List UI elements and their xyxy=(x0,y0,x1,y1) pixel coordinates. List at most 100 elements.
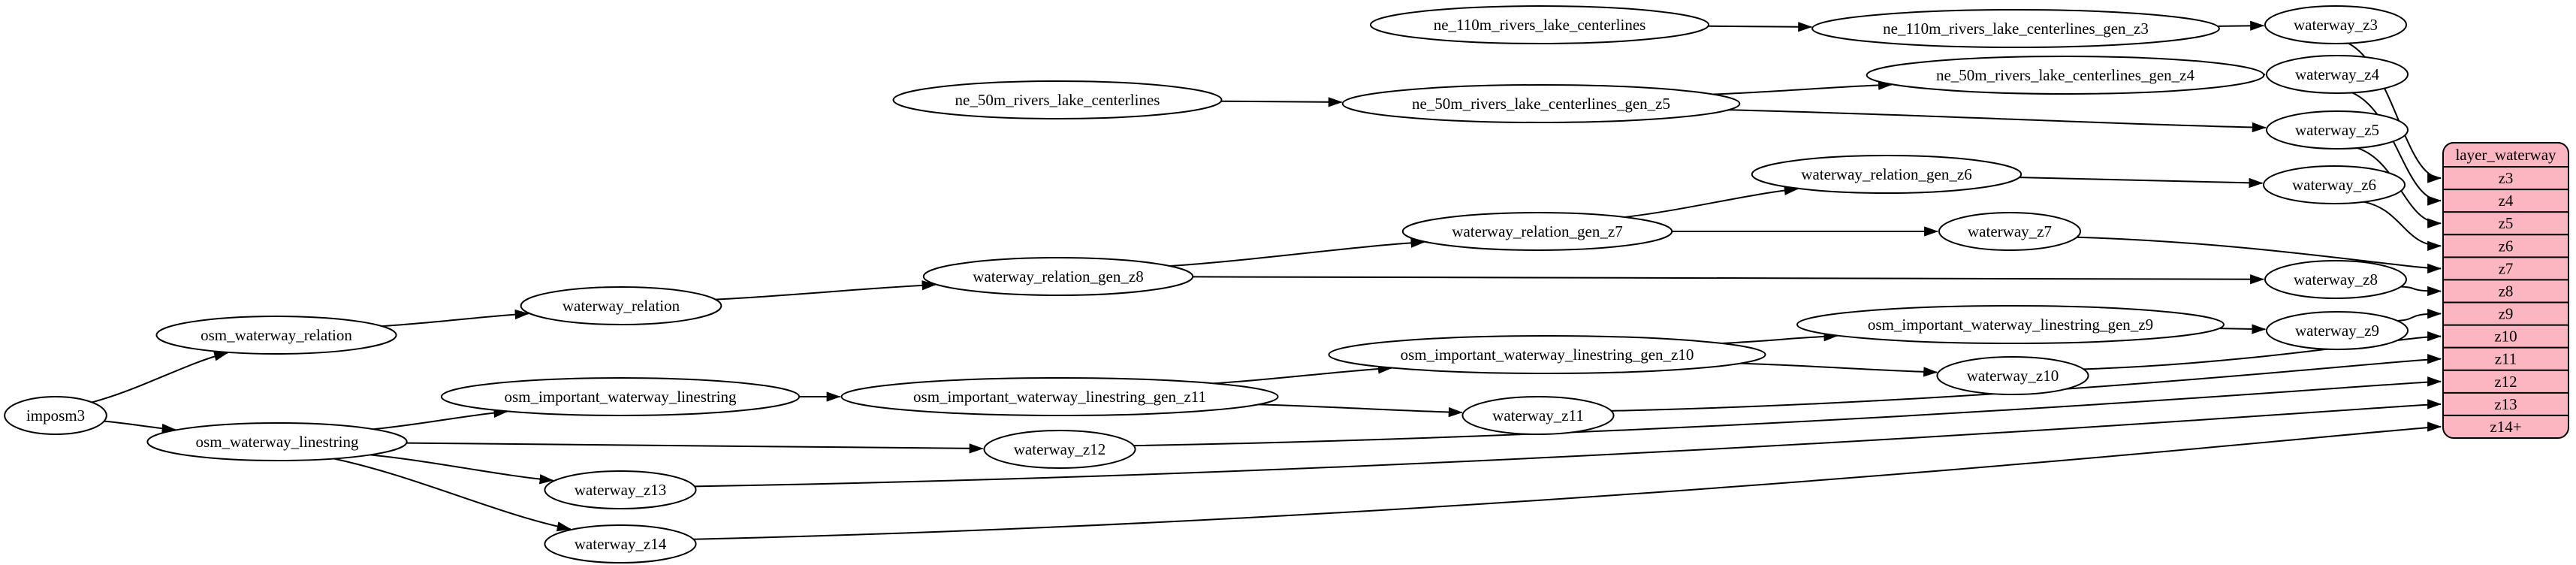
node-imposm3: imposm3 xyxy=(4,396,107,435)
node-ellipse xyxy=(1936,356,2089,395)
record-layer: layer_waterwayz3z4z5z6z7z8z9z10z11z12z13… xyxy=(2442,142,2569,439)
graph-edge-imposm3-to-osm-waterway-linestring xyxy=(104,420,176,434)
node-waterway-relation-gen-z8: waterway_relation_gen_z8 xyxy=(922,257,1194,296)
node-label: osm_important_waterway_linestring_gen_z1… xyxy=(1401,346,1694,364)
graph-edge-waterway-z8-to-layer-waterway-z8 xyxy=(2400,286,2442,297)
node-label: waterway_relation xyxy=(563,297,680,315)
graph-edge-waterway-z12-to-layer-waterway-z12 xyxy=(1133,376,2442,447)
graph-edge-waterway-z4-to-layer-waterway-z4 xyxy=(2351,92,2442,206)
record-row-z3: z3 xyxy=(2499,169,2514,187)
record-row-z8: z8 xyxy=(2499,282,2514,300)
record-row-z6: z6 xyxy=(2499,237,2514,255)
graph-edge-osm-important-waterway-linestring-gen-z10-to-waterway-z10 xyxy=(1740,362,1938,377)
node-label: waterway_z5 xyxy=(2295,121,2379,139)
node-waterway-z9: waterway_z9 xyxy=(2265,311,2409,350)
node-waterway-z4: waterway_z4 xyxy=(2265,55,2409,94)
record-row-z12: z12 xyxy=(2494,373,2517,391)
node-label: waterway_relation_gen_z8 xyxy=(973,267,1143,286)
graph-edge-osm-waterway-linestring-to-waterway-z14 xyxy=(333,458,572,532)
node-ellipse xyxy=(1401,212,1673,251)
node-waterway-z6: waterway_z6 xyxy=(2262,165,2406,204)
node-label: ne_50m_rivers_lake_centerlines xyxy=(955,91,1160,109)
node-waterway-z8: waterway_z8 xyxy=(2264,260,2408,299)
node-ellipse xyxy=(2265,110,2409,150)
node-label: waterway_z13 xyxy=(575,481,666,499)
graph-edge-osm-waterway-linestring-to-waterway-z13 xyxy=(370,454,554,485)
graph-edge-osm-waterway-linestring-to-waterway-z12 xyxy=(406,442,984,454)
node-label: ne_110m_rivers_lake_centerlines_gen_z3 xyxy=(1883,20,2149,38)
node-label: waterway_z6 xyxy=(2292,176,2376,194)
graph-edge-waterway-relation-gen-z8-to-waterway-relation-gen-z7 xyxy=(1169,237,1425,267)
graph-edge-osm-waterway-relation-to-waterway-relation xyxy=(382,309,529,328)
graph-edge-waterway-relation-gen-z6-to-waterway-z6 xyxy=(2019,177,2264,189)
node-ellipse xyxy=(1796,305,2225,344)
record-row-z11: z11 xyxy=(2495,350,2517,368)
graph-edge-imposm3-to-osm-waterway-relation xyxy=(92,351,229,403)
record-row-z7: z7 xyxy=(2499,259,2514,277)
node-label: waterway_z3 xyxy=(2294,16,2378,34)
node-ellipse xyxy=(2264,5,2408,44)
node-label: waterway_z7 xyxy=(1968,222,2052,240)
node-ellipse xyxy=(1811,9,2220,48)
graph-edge-ne-50m-rivers-lake-centerlines-gen-z5-to-waterway-z5 xyxy=(1728,109,2267,133)
node-osm-important-waterway-linestring-gen-z10: osm_important_waterway_linestring_gen_z1… xyxy=(1328,335,1766,374)
graph-edge-waterway-z6-to-layer-waterway-z6 xyxy=(2363,201,2442,251)
node-ellipse xyxy=(922,257,1194,296)
node-waterway-z14: waterway_z14 xyxy=(544,524,697,563)
node-ne-50m-rivers-lake-centerlines-gen-z5: ne_50m_rivers_lake_centerlines_gen_z5 xyxy=(1341,84,1741,123)
node-label: waterway_z4 xyxy=(2295,65,2379,83)
node-waterway-relation-gen-z7: waterway_relation_gen_z7 xyxy=(1401,212,1673,251)
node-label: waterway_z9 xyxy=(2295,322,2379,340)
record-row-z14plus: z14+ xyxy=(2490,418,2521,436)
node-ne-110m-rivers-lake-centerlines: ne_110m_rivers_lake_centerlines xyxy=(1369,5,1710,44)
node-waterway-relation-gen-z6: waterway_relation_gen_z6 xyxy=(1751,155,2022,194)
node-ellipse xyxy=(1328,335,1766,374)
node-label: waterway_z11 xyxy=(1492,406,1584,425)
node-ellipse xyxy=(520,286,722,325)
node-ellipse xyxy=(2265,55,2409,94)
graph-edge-ne-110m-rivers-lake-centerlines-to-ne-110m-rivers-lake-centerlines-gen-z3 xyxy=(1708,22,1813,32)
node-label: osm_important_waterway_linestring_gen_z9 xyxy=(1868,316,2153,334)
node-waterway-relation: waterway_relation xyxy=(520,286,722,325)
graph-edge-waterway-z14-to-layer-waterway-z14- xyxy=(693,421,2442,540)
node-ellipse xyxy=(1341,84,1741,123)
node-waterway-z13: waterway_z13 xyxy=(544,470,697,509)
node-waterway-z10: waterway_z10 xyxy=(1936,356,2089,395)
node-ellipse xyxy=(544,470,697,509)
node-ellipse xyxy=(146,422,408,461)
graph-edge-waterway-z9-to-layer-waterway-z9 xyxy=(2397,308,2442,322)
node-label: osm_important_waterway_linestring_gen_z1… xyxy=(913,388,1206,406)
graph-edge-osm-important-waterway-linestring-gen-z9-to-waterway-z9 xyxy=(2219,324,2267,334)
record-row-z4: z4 xyxy=(2499,192,2514,210)
node-ellipse xyxy=(155,316,397,355)
node-label: waterway_z14 xyxy=(575,535,667,553)
node-label: waterway_z10 xyxy=(1967,367,2059,385)
node-osm-waterway-relation: osm_waterway_relation xyxy=(155,316,397,355)
node-osm-important-waterway-linestring-gen-z9: osm_important_waterway_linestring_gen_z9 xyxy=(1796,305,2225,344)
node-ellipse xyxy=(440,377,801,416)
graph-edge-osm-important-waterway-linestring-gen-z10-to-osm-important-waterway-linestring-gen-z9 xyxy=(1721,331,1838,344)
graph-edge-waterway-z7-to-layer-waterway-z7 xyxy=(2077,236,2442,274)
node-ellipse xyxy=(2262,165,2406,204)
node-label: osm_important_waterway_linestring xyxy=(504,388,737,406)
node-ellipse xyxy=(2265,311,2409,350)
nodes-layer: imposm3 osm_waterway_relation waterway_rel… xyxy=(4,5,2409,563)
node-ellipse xyxy=(892,80,1223,119)
node-label: ne_110m_rivers_lake_centerlines xyxy=(1434,16,1646,34)
graph-edge-waterway-z13-to-layer-waterway-z13 xyxy=(694,399,2442,488)
node-label: ne_50m_rivers_lake_centerlines_gen_z4 xyxy=(1936,66,2195,84)
graph-edge-waterway-relation-gen-z8-to-waterway-z8 xyxy=(1193,274,2265,285)
node-waterway-z5: waterway_z5 xyxy=(2265,110,2409,150)
node-label: imposm3 xyxy=(26,406,85,425)
graph-edge-waterway-z10-to-layer-waterway-z10 xyxy=(2083,331,2442,370)
node-ellipse xyxy=(840,377,1279,416)
graph-edge-osm-important-waterway-linestring-gen-z11-to-osm-important-waterway-linestring-gen-z10 xyxy=(1214,364,1392,385)
node-osm-important-waterway-linestring-gen-z11: osm_important_waterway_linestring_gen_z1… xyxy=(840,377,1279,416)
node-label: osm_waterway_relation xyxy=(201,326,352,344)
node-waterway-z12: waterway_z12 xyxy=(983,430,1136,469)
record-row-z13: z13 xyxy=(2494,395,2517,413)
node-ne-50m-rivers-lake-centerlines-gen-z4: ne_50m_rivers_lake_centerlines_gen_z4 xyxy=(1866,56,2265,95)
node-label: waterway_z8 xyxy=(2294,270,2378,289)
layer-waterway-record: layer_waterwayz3z4z5z6z7z8z9z10z11z12z13… xyxy=(2442,142,2569,439)
